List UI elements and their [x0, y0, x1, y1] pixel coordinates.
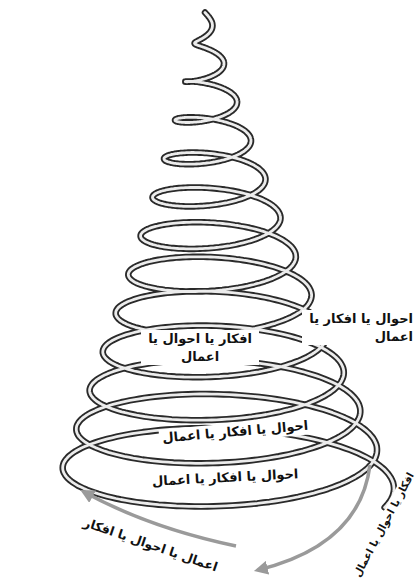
coil-highlight: [63, 13, 394, 508]
coil-label: احوال یا افکار یا اعمال: [148, 465, 301, 491]
cycle-label: افکار یا احوال یا اعمال: [141, 330, 259, 365]
arrow-label: افکار یا احوال یا اعمال: [349, 468, 419, 583]
cycle-label: احوال یا افکار یا اعمال: [302, 310, 416, 345]
coil-outline: [63, 13, 394, 508]
